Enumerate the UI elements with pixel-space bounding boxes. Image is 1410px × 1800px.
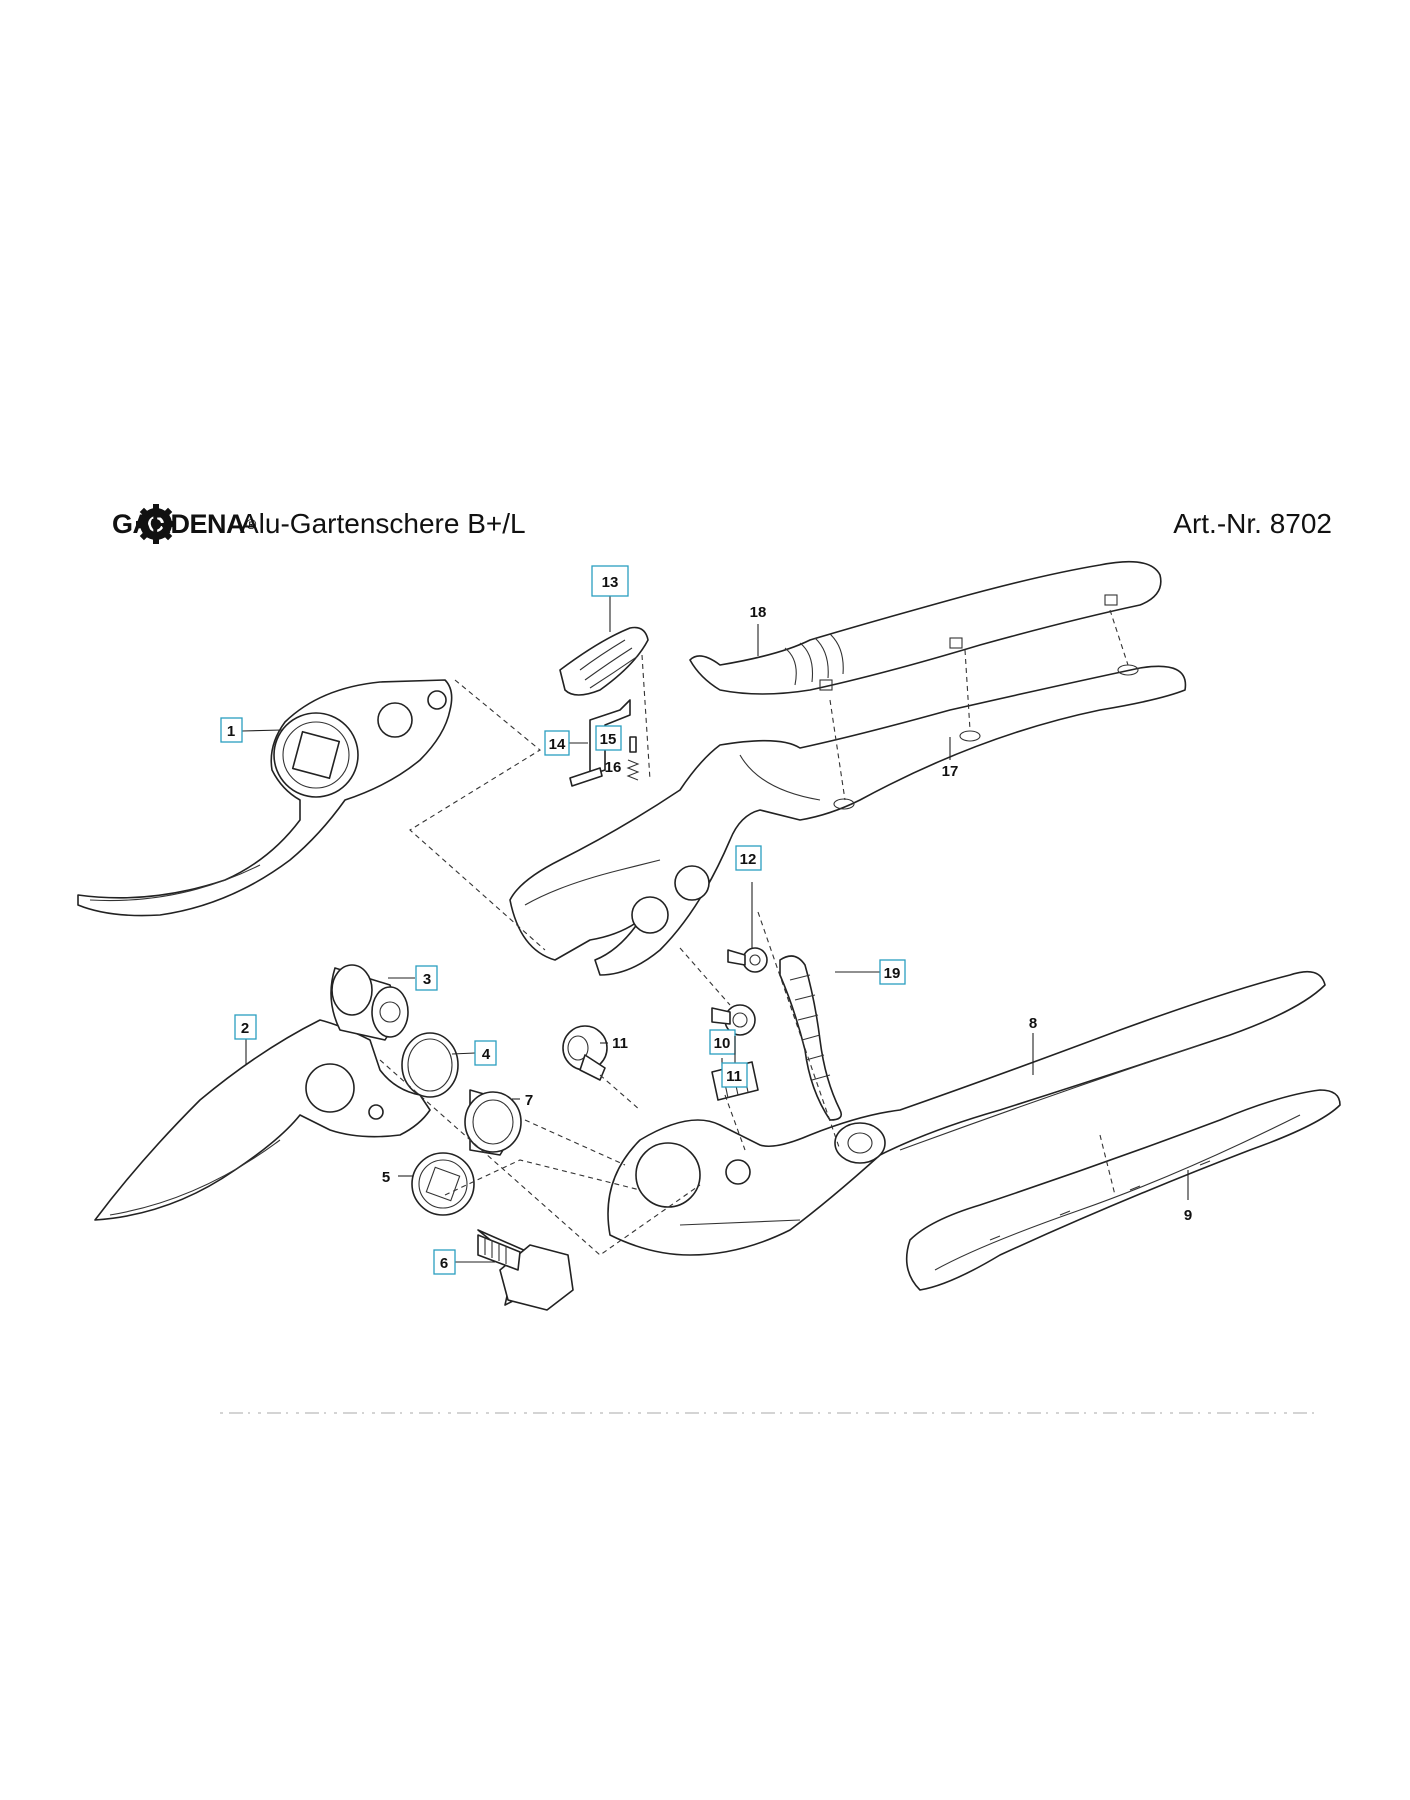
callout-label-9: 9	[1184, 1207, 1192, 1224]
callout-14[interactable]: 14	[544, 730, 588, 756]
brand-label: GARDENA	[112, 509, 246, 539]
callout-label-1: 1	[227, 723, 235, 740]
callout-label-4: 4	[482, 1046, 491, 1063]
callout-label-14: 14	[549, 736, 566, 753]
callout-label-7: 7	[525, 1092, 533, 1109]
callout-3[interactable]: 3	[388, 965, 438, 991]
callout-5[interactable]: 5	[382, 1169, 413, 1186]
callout-label-10: 10	[714, 1035, 731, 1052]
callout-label-12: 12	[740, 851, 757, 868]
callout-label-16: 16	[605, 759, 622, 776]
callout-7[interactable]: 7	[512, 1092, 533, 1109]
callout-label-11-lower: 11	[612, 1035, 628, 1052]
callout-label-6: 6	[440, 1255, 448, 1272]
part-9-lower-grip	[905, 1089, 1341, 1291]
part-7-bushing	[464, 1089, 522, 1156]
part-8-lower-handle	[607, 970, 1326, 1256]
callout-12[interactable]: 12	[735, 845, 762, 948]
part-15-pin	[629, 736, 637, 753]
part-16-spring	[626, 759, 640, 781]
part-11-screw-lower	[562, 1025, 608, 1081]
callout-18[interactable]: 18	[750, 604, 767, 656]
callout-label-13: 13	[602, 574, 619, 591]
part-5-washer	[411, 1152, 475, 1216]
callout-4[interactable]: 4	[451, 1040, 497, 1066]
callout-label-18: 18	[750, 604, 767, 621]
callout-label-3: 3	[423, 971, 431, 988]
callout-label-19: 19	[884, 965, 901, 982]
callout-6[interactable]: 6	[433, 1249, 495, 1275]
part-6-bolt	[477, 1229, 574, 1311]
callout-17[interactable]: 17	[942, 737, 959, 780]
callout-9[interactable]: 9	[1184, 1170, 1192, 1224]
callout-19[interactable]: 19	[835, 959, 906, 985]
part-13-lock-clip	[559, 626, 649, 696]
brand-registered-mark: ®	[246, 516, 256, 532]
article-number: Art.-Nr. 8702	[1173, 508, 1332, 539]
callout-8[interactable]: 8	[1029, 1015, 1037, 1075]
callout-10[interactable]: 10	[709, 1029, 736, 1066]
callout-13[interactable]: 13	[591, 565, 629, 632]
brand-name: GARDENA®	[112, 508, 256, 540]
callout-11-upper[interactable]: 11	[721, 1036, 748, 1088]
callout-2[interactable]: 2	[234, 1014, 257, 1065]
part-4-ring	[401, 1032, 459, 1098]
part-2-lower-blade	[94, 1019, 431, 1221]
part-14-lock-lever	[569, 699, 631, 787]
assembly-guide-lines	[379, 609, 1129, 1256]
part-3-sleeve	[330, 964, 409, 1041]
callout-label-8: 8	[1029, 1015, 1037, 1032]
part-1-upper-blade	[77, 679, 453, 917]
callout-label-11-upper: 11	[726, 1068, 742, 1085]
callout-label-17: 17	[942, 763, 959, 780]
callout-label-5: 5	[382, 1169, 390, 1186]
callout-1[interactable]: 1	[220, 717, 283, 743]
callout-label-2: 2	[241, 1020, 249, 1037]
callout-11-lower[interactable]: 11	[600, 1035, 628, 1052]
part-17-upper-handle	[509, 664, 1187, 976]
product-title: Alu-Gartenschere B+/L	[240, 508, 526, 539]
part-12-screw	[727, 947, 768, 973]
part-18-upper-grip	[689, 560, 1162, 695]
callout-15[interactable]: 15	[595, 725, 622, 751]
callout-label-15: 15	[600, 731, 617, 748]
gardena-logo-icon	[136, 504, 176, 544]
part-19-spring	[779, 955, 843, 1121]
callout-16[interactable]: 16	[605, 759, 622, 776]
part-11-screw-upper	[711, 1004, 756, 1036]
